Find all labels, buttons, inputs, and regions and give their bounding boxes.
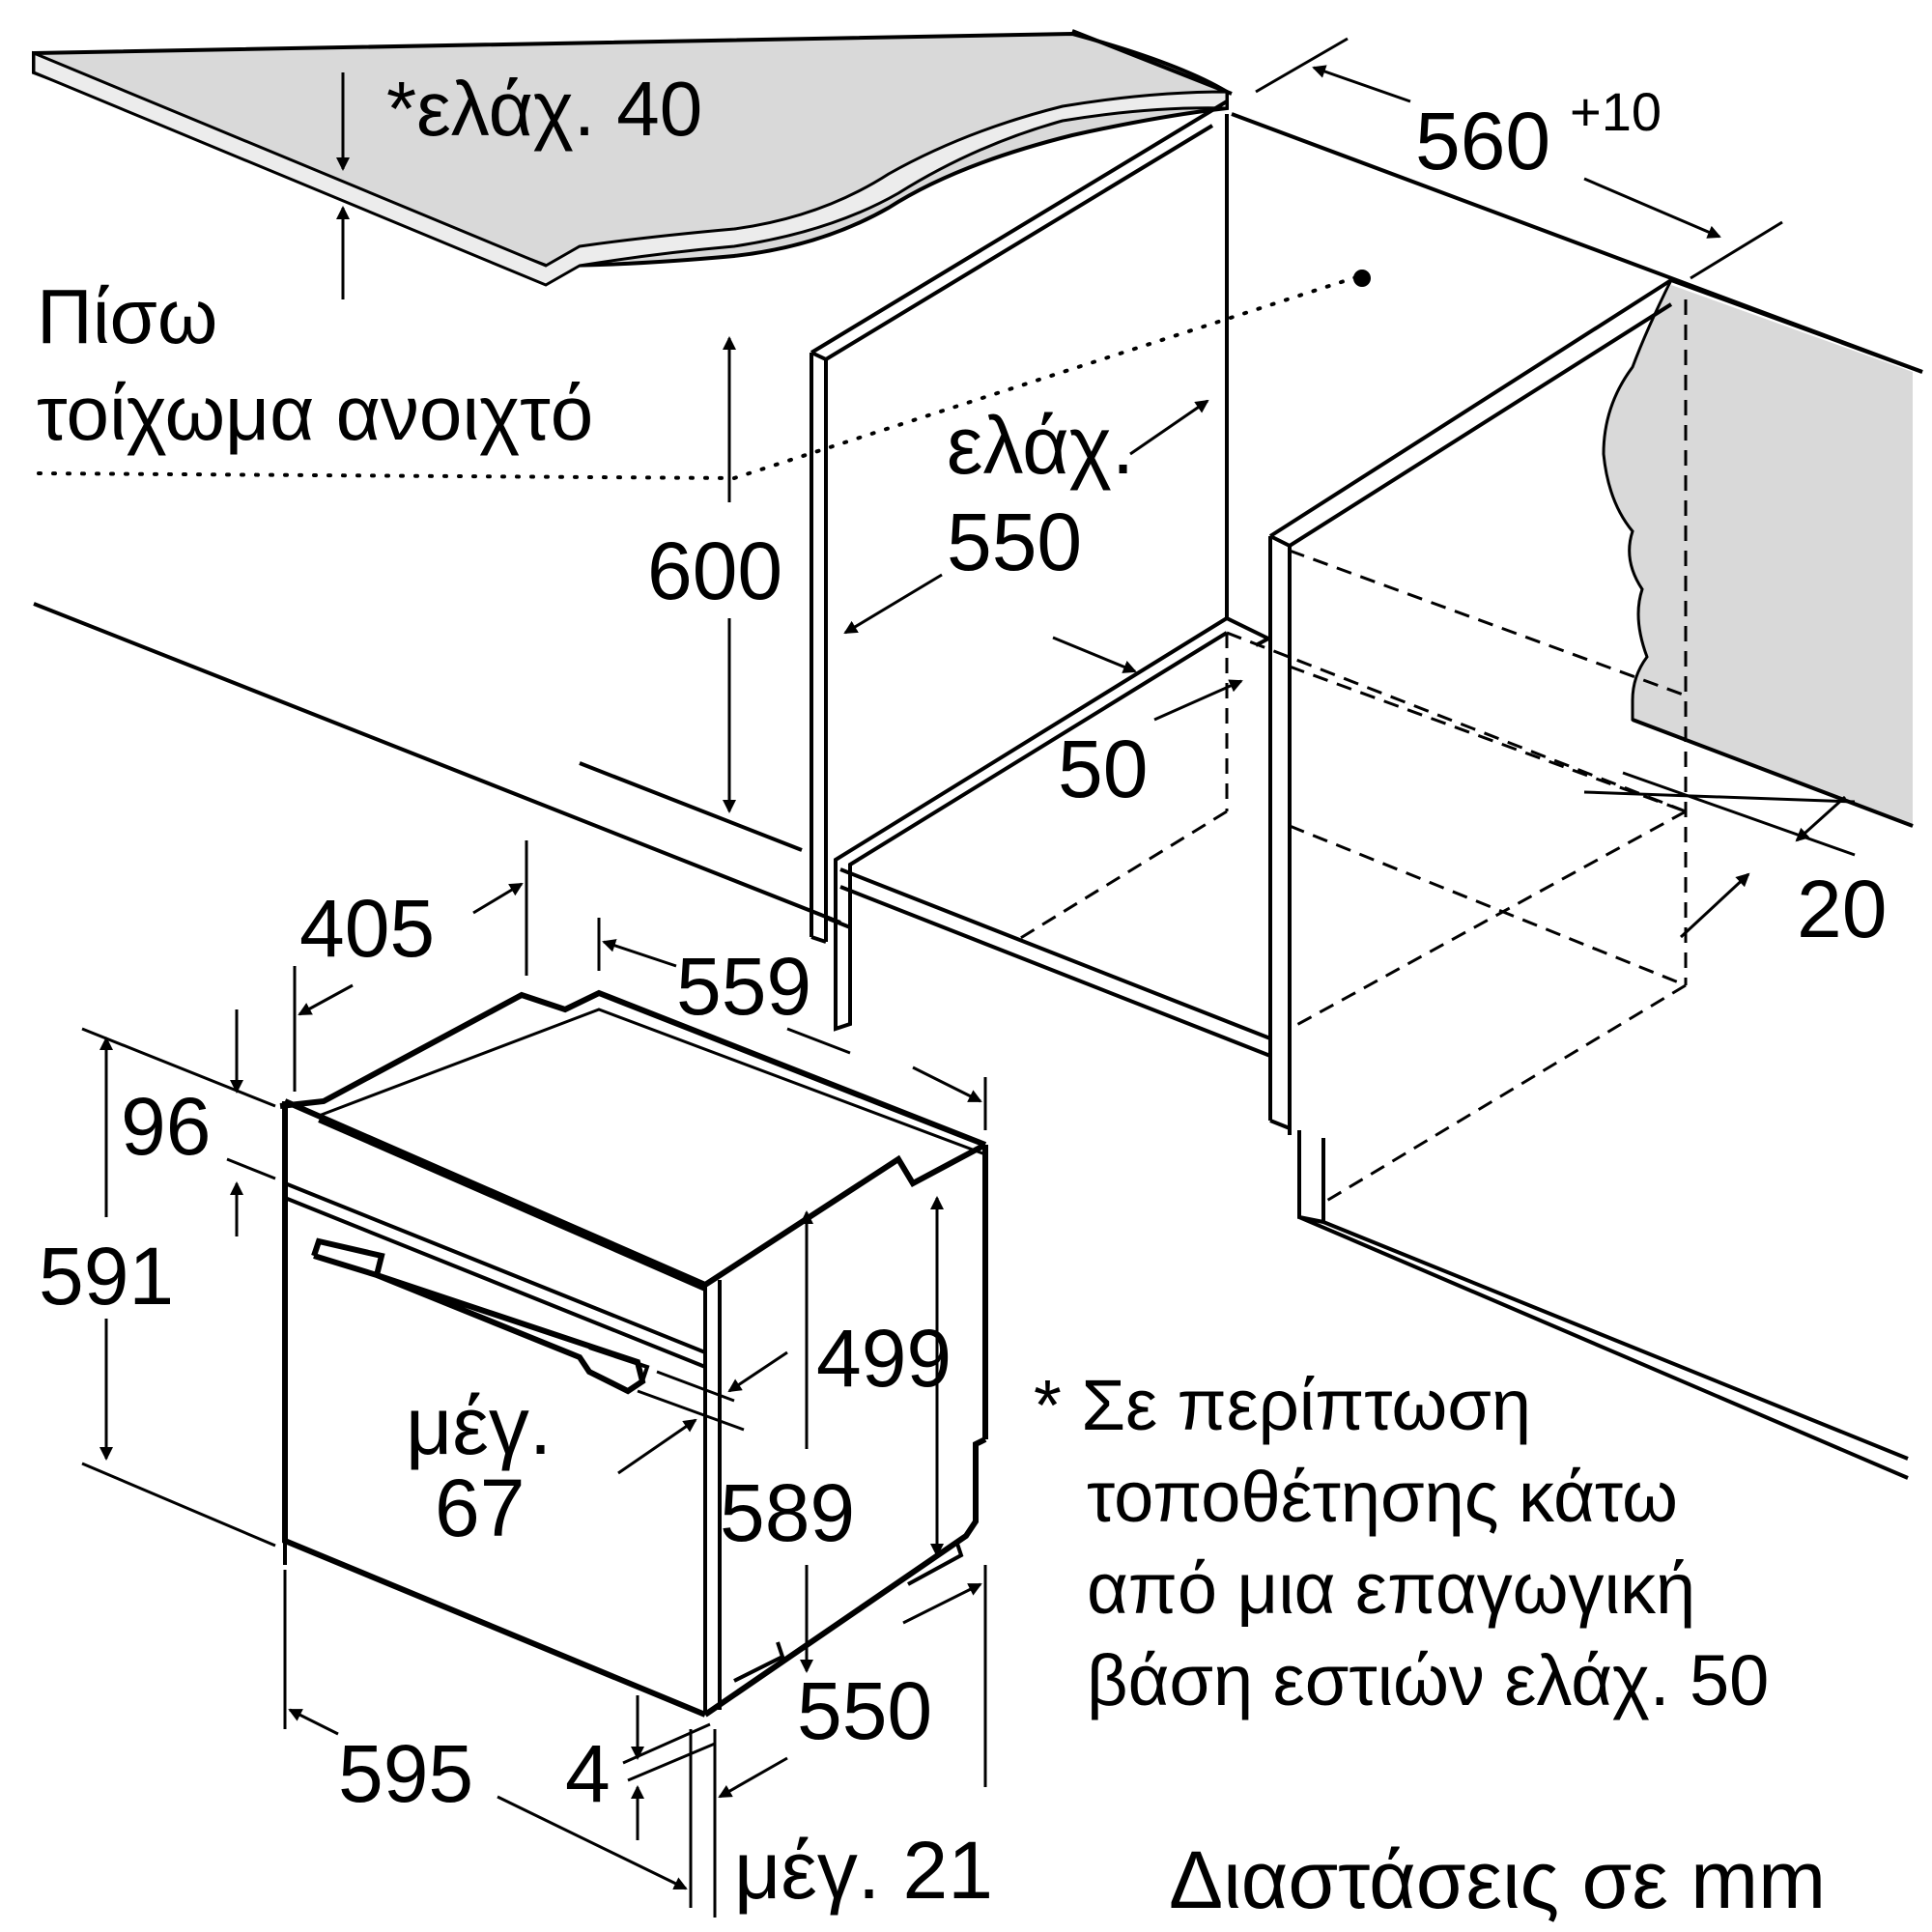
- dim-4-label: 4: [565, 1728, 611, 1819]
- dim-67-value: 67: [435, 1463, 525, 1553]
- cabinet-niche: [33, 29, 1923, 1480]
- note-line4: βάση εστιών ελάχ. 50: [1087, 1640, 1769, 1720]
- dim-559-label: 559: [676, 941, 811, 1032]
- dim-499-label: 499: [816, 1313, 952, 1404]
- note-line3: από μια επαγωγική: [1087, 1548, 1695, 1629]
- rear-wall-label-line2: τοίχωμα ανοιχτό: [37, 370, 593, 456]
- countertop: [32, 31, 1229, 287]
- note-line2: τοποθέτησης κάτω: [1087, 1457, 1678, 1537]
- oven: [279, 989, 988, 1718]
- max-21-label: μέγ. 21: [734, 1825, 993, 1916]
- dim-550-label: 550: [797, 1665, 932, 1756]
- rear-wall-label-line1: Πίσω: [37, 273, 217, 359]
- max-67-label: μέγ.: [406, 1380, 552, 1471]
- rear-wall-dotted-line: [37, 273, 1364, 481]
- right-wall: [1604, 285, 1913, 826]
- dim-589-label: 589: [720, 1467, 855, 1558]
- rear-wall-dot: [1353, 270, 1371, 287]
- gap-20-label: 20: [1797, 864, 1887, 954]
- min-depth-value: 550: [947, 497, 1082, 587]
- dimension-lines: [81, 37, 1856, 1918]
- vent-gap-label: 50: [1058, 724, 1148, 814]
- niche-width-label: 560: [1415, 96, 1550, 186]
- right-wall-edge: [1602, 279, 1914, 828]
- dim-96-label: 96: [121, 1081, 211, 1172]
- units-label: Διαστάσεις σε mm: [1169, 1834, 1826, 1925]
- dim-595-label: 595: [338, 1728, 473, 1819]
- niche-width-tolerance: +10: [1570, 81, 1662, 142]
- dim-405-label: 405: [299, 883, 435, 974]
- dim-591-label: 591: [39, 1231, 174, 1321]
- counter-min-label: *ελάχ. 40: [386, 66, 702, 152]
- note-line1: * Σε περίπτωση: [1034, 1365, 1531, 1445]
- niche-height-label: 600: [647, 526, 782, 616]
- min-depth-label: ελάχ.: [947, 400, 1134, 491]
- hidden-lines: [1013, 299, 1688, 1205]
